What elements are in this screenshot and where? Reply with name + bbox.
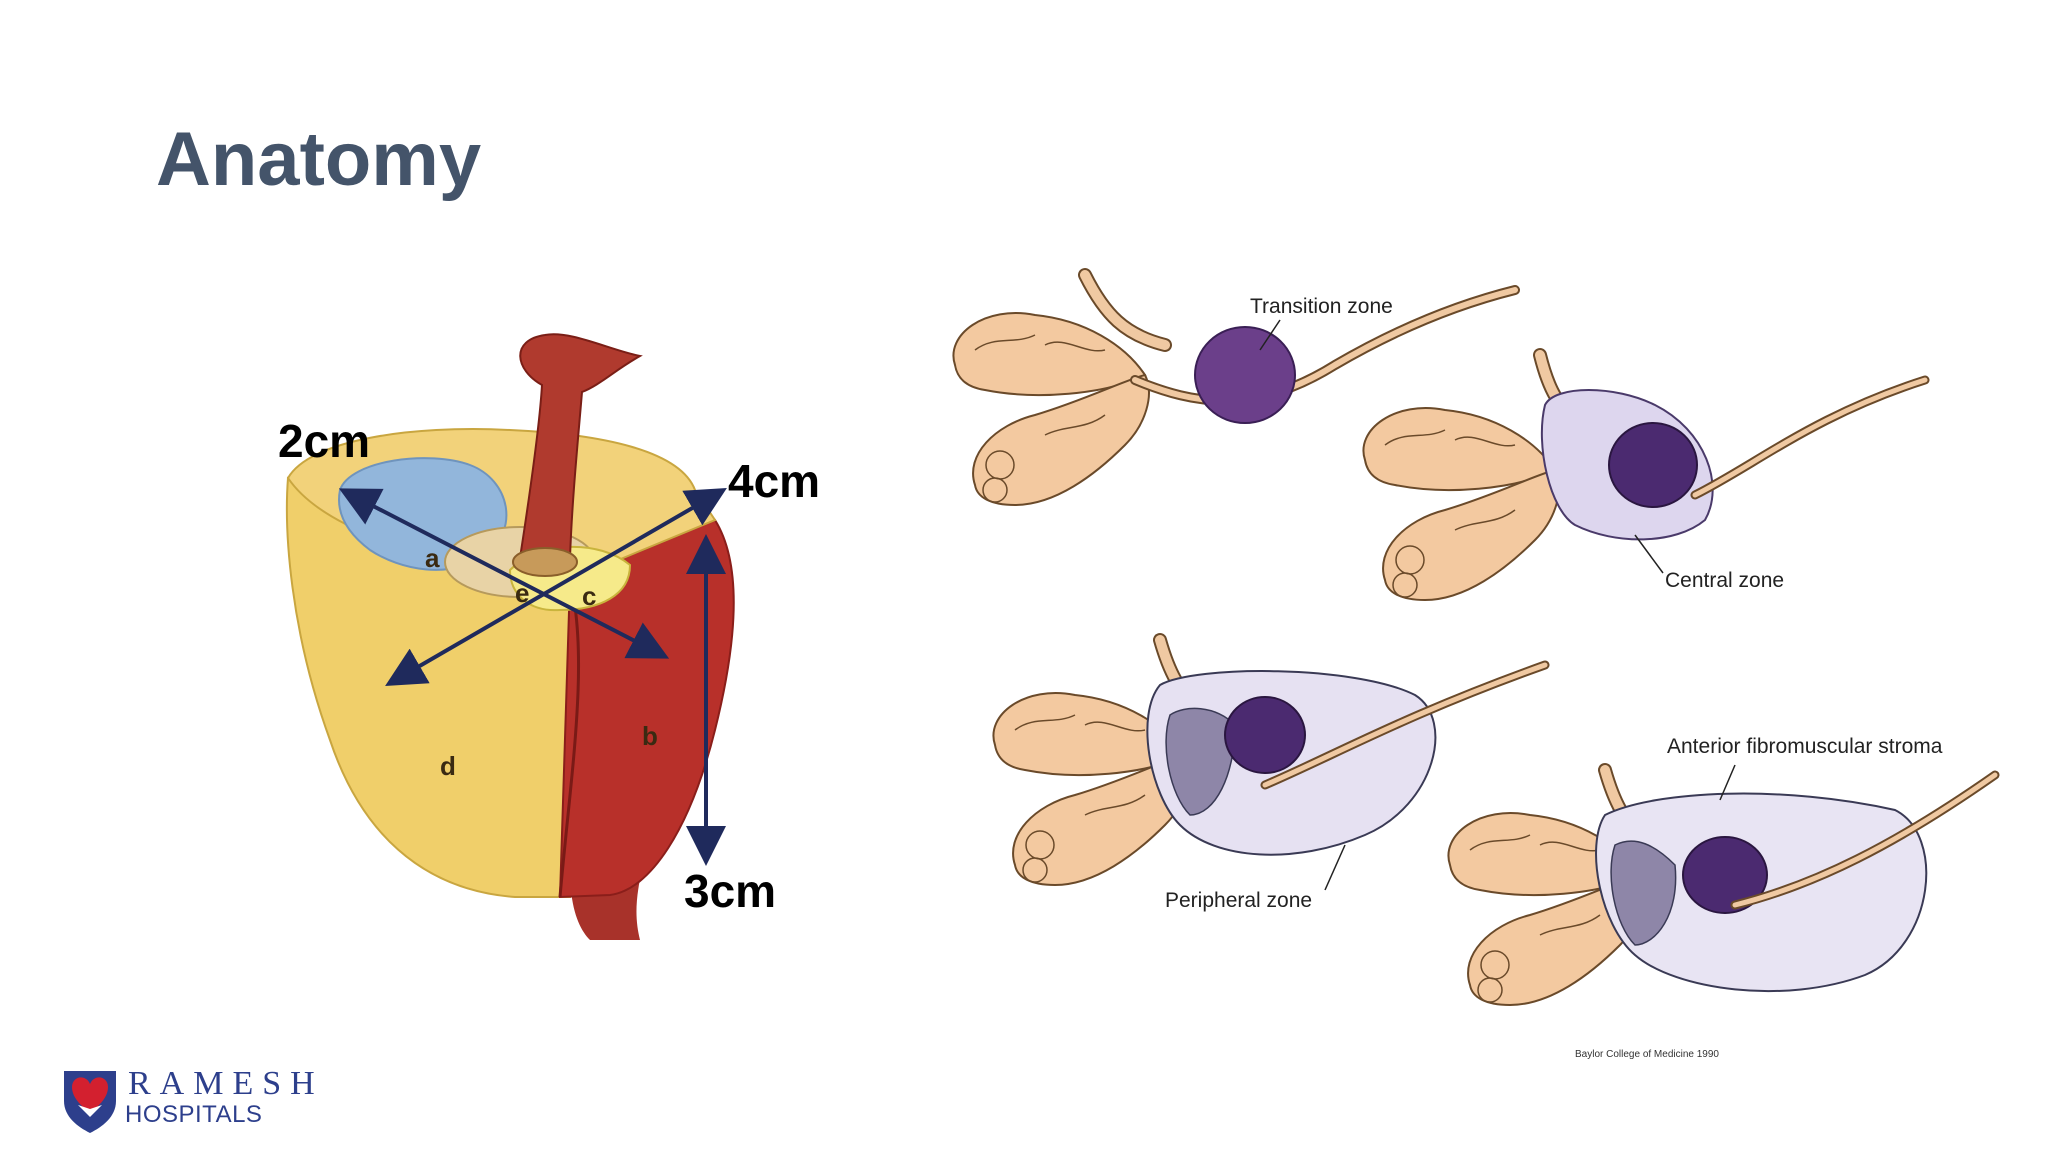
label-transition-zone: Transition zone bbox=[1250, 295, 1393, 318]
logo-subtitle: HOSPITALS bbox=[125, 1101, 263, 1128]
panel-peripheral-zone: Peripheral zone bbox=[992, 633, 1550, 912]
region-letter-a: a bbox=[425, 543, 440, 573]
heart-shield-icon bbox=[64, 1071, 116, 1133]
region-letter-d: d bbox=[440, 751, 456, 781]
panel-central-zone: Central zone bbox=[1362, 348, 1930, 601]
label-anterior-stroma: Anterior fibromuscular stroma bbox=[1667, 735, 1943, 758]
figure-credit: Baylor College of Medicine 1990 bbox=[1575, 1049, 1719, 1060]
panel-transition-zone: Transition zone bbox=[952, 268, 1520, 506]
measurement-height: 3cm bbox=[684, 865, 777, 917]
prostate-zone-model: a b c d e bbox=[270, 330, 840, 940]
region-letter-b: b bbox=[642, 721, 658, 751]
prostate-zone-illustration: a b c d e bbox=[285, 333, 735, 940]
measurement-length: 4cm bbox=[728, 455, 821, 507]
logo-name: RAMESH bbox=[128, 1065, 324, 1102]
length-arrow bbox=[385, 487, 727, 687]
prostate-zones-illustration: Transition zone Central zone Peripher bbox=[935, 245, 2020, 1080]
measurement-width: 2cm bbox=[278, 415, 371, 467]
ramesh-hospitals-logo: RAMESH HOSPITALS bbox=[60, 1065, 330, 1135]
panel-anterior-stroma: Anterior fibromuscular stroma Baylor Col… bbox=[1447, 735, 2000, 1060]
label-peripheral-zone: Peripheral zone bbox=[1165, 889, 1312, 912]
region-letter-c: c bbox=[582, 581, 596, 611]
slide-title: Anatomy bbox=[156, 117, 482, 202]
label-central-zone: Central zone bbox=[1665, 569, 1784, 592]
